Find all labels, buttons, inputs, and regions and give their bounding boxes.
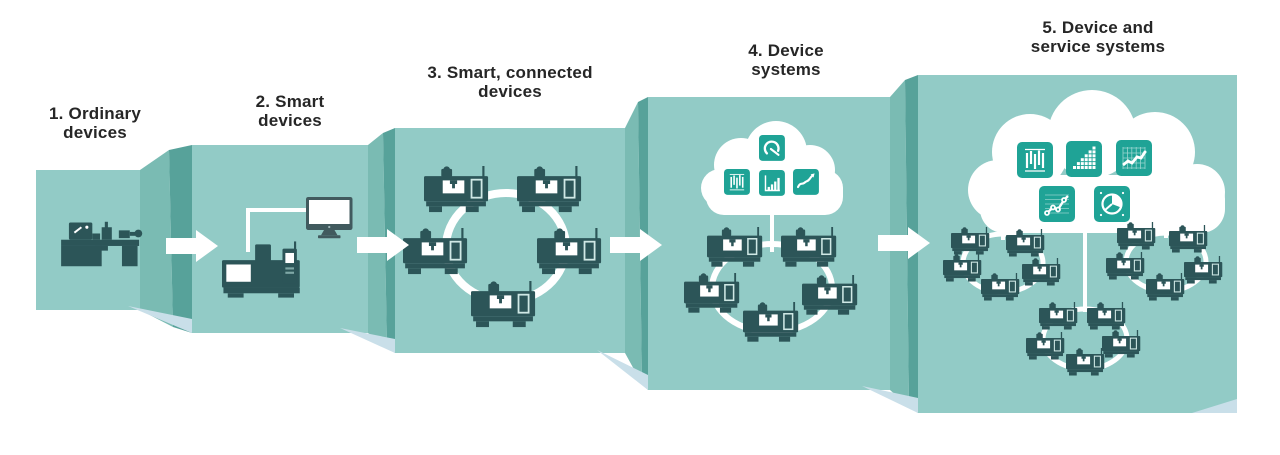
- pie-chart-icon: [1092, 184, 1132, 224]
- bar-chart-icon: [758, 169, 786, 197]
- arrow-right-icon: [166, 230, 218, 262]
- arrow-right-icon: [610, 229, 662, 261]
- stage-1-label-line1: 1. Ordinary: [49, 104, 141, 123]
- arrow-right-icon: [878, 227, 930, 259]
- panel-shadows: [128, 306, 1237, 413]
- stage-5-label-line1: 5. Device and: [1042, 18, 1154, 37]
- block-bar-chart-icon: [1066, 141, 1102, 177]
- flow-arrows: [166, 227, 930, 262]
- gauge-icon: [757, 133, 787, 163]
- stage-4-label-line1: 4. Device: [748, 41, 824, 60]
- shadow-wedge: [340, 328, 395, 353]
- stage-3-label: 3. Smart, connected devices: [400, 63, 620, 101]
- stage-2-label: 2. Smart devices: [215, 92, 365, 130]
- candlestick-chart-icon: [723, 168, 751, 196]
- stage-1-label: 1. Ordinary devices: [20, 104, 170, 142]
- machine-monitor-link-line: [246, 208, 308, 252]
- stage-3-label-line2: devices: [478, 82, 542, 101]
- shadow-wedge: [128, 306, 192, 333]
- shadow-wedge: [1192, 399, 1237, 413]
- stage-5-label-line2: service systems: [1030, 37, 1166, 56]
- stage-5-label: 5. Device and service systems: [998, 18, 1198, 56]
- candlestick-chart-icon: [1015, 140, 1055, 180]
- stage-4-label: 4. Device systems: [706, 41, 866, 79]
- stage-3-label-line1: 3. Smart, connected: [427, 63, 593, 82]
- stage-2-label-line2: devices: [258, 111, 322, 130]
- scatter-line-chart-icon: [1037, 184, 1077, 224]
- stage-2-label-line1: 2. Smart: [255, 92, 325, 111]
- line-chart-icon: [791, 167, 820, 196]
- grid-line-chart-icon: [1114, 138, 1154, 178]
- stage-4-label-line2: systems: [751, 60, 821, 79]
- stage-2-fold-light: [140, 150, 173, 327]
- stage-1-label-line2: devices: [63, 123, 127, 142]
- arrow-right-icon: [357, 229, 409, 261]
- shadow-wedge: [597, 350, 648, 390]
- shadow-wedge: [862, 386, 918, 413]
- stage-2-panel: [192, 145, 368, 333]
